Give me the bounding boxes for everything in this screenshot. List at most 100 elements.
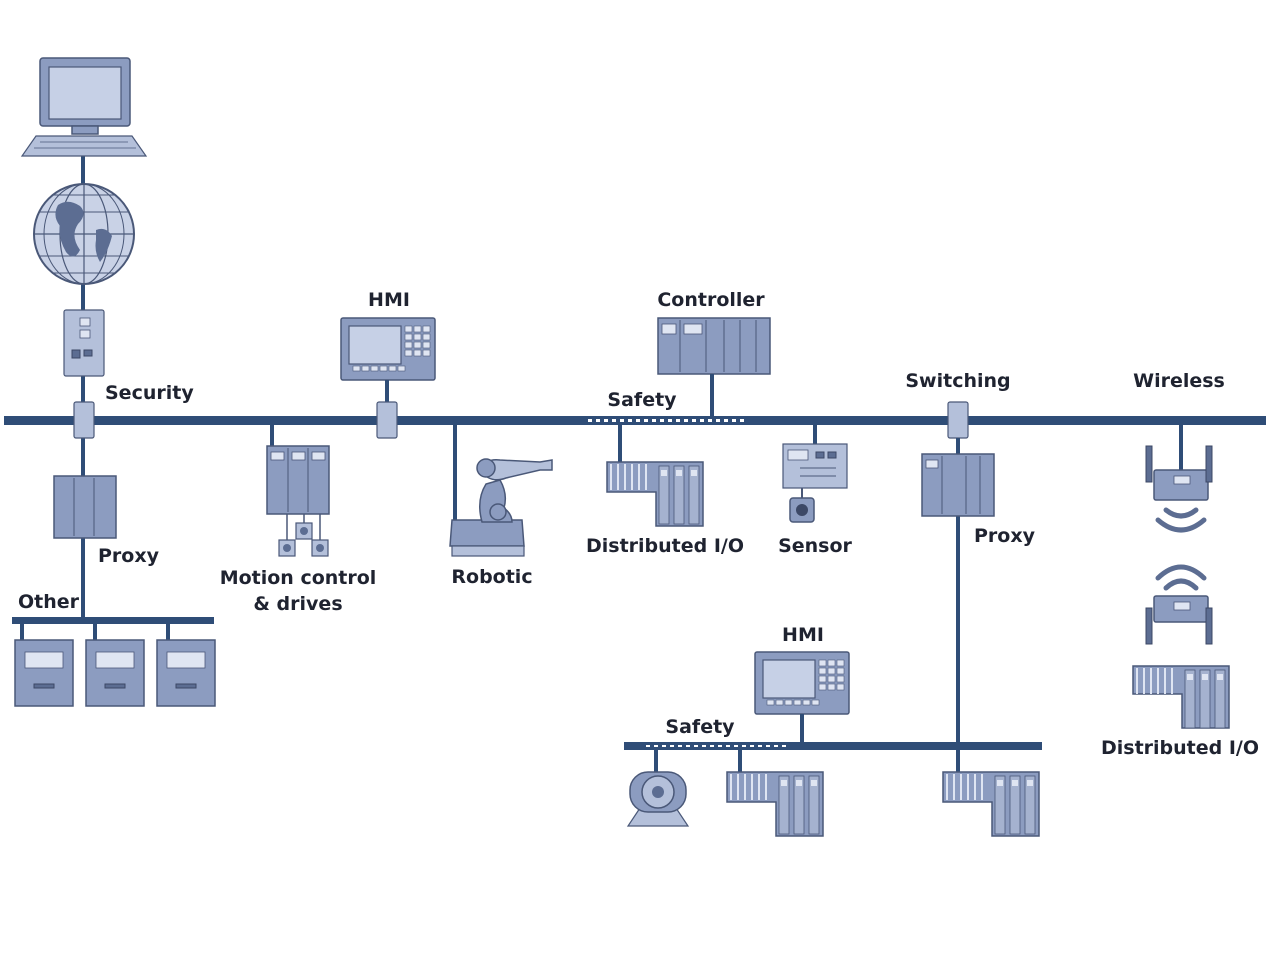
other-device-2: [85, 639, 145, 707]
safety-dash: [604, 419, 608, 422]
proxy-icon: [53, 475, 117, 539]
hmi-key: [766, 699, 775, 706]
io-module: [994, 775, 1006, 835]
hmi-key: [422, 349, 431, 357]
safety-dash: [620, 419, 624, 422]
safety-dash: [646, 745, 650, 747]
safety-dash: [710, 745, 714, 747]
io-led: [1012, 780, 1018, 786]
io-led: [1202, 674, 1208, 680]
hmi-key: [818, 683, 827, 691]
controller-icon: [657, 317, 771, 375]
hmi-key: [836, 675, 845, 683]
io-module: [1214, 669, 1226, 729]
io-led: [796, 780, 802, 786]
safety-dash: [628, 419, 632, 422]
io-led: [676, 470, 682, 476]
safety-dash: [734, 745, 738, 747]
io-led: [1027, 780, 1033, 786]
other-device-3: [156, 639, 216, 707]
hmi-key: [802, 699, 811, 706]
safety-dash: [660, 419, 664, 422]
safety-dash: [636, 419, 640, 422]
security-tap: [73, 401, 95, 439]
motion-label-line1: Motion control: [220, 567, 377, 589]
security-label: Security: [105, 382, 194, 404]
safety-dash: [676, 419, 680, 422]
safety-dash: [766, 745, 770, 747]
globe-icon: [33, 183, 135, 285]
safety-dash: [700, 419, 704, 422]
hmi-key: [413, 333, 422, 341]
proxy-right-label: Proxy: [974, 525, 1036, 547]
safety-dash: [692, 419, 696, 422]
hmi-key: [784, 699, 793, 706]
other-bus: [12, 617, 214, 624]
hmi-key: [361, 365, 370, 372]
dio-wireless-label: Distributed I/O: [1101, 737, 1259, 759]
io-led: [811, 780, 817, 786]
wireless-label: Wireless: [1133, 370, 1225, 392]
hmi-key: [404, 333, 413, 341]
computer-icon: [20, 57, 148, 157]
io-module: [688, 465, 700, 525]
distributed-io-icon: [606, 461, 704, 527]
hmi-key: [811, 699, 820, 706]
hmi-key: [827, 667, 836, 675]
io-led: [997, 780, 1003, 786]
motion-label-line2: & drives: [253, 593, 342, 615]
wireless-signal-down-icon: [1155, 507, 1207, 533]
safety-dash: [732, 419, 736, 422]
safety-dash: [716, 419, 720, 422]
hmi-key: [413, 341, 422, 349]
safety-bus-lower: [624, 742, 1042, 750]
motor-icon: [626, 771, 690, 827]
switching-label: Switching: [905, 370, 1010, 392]
distributed-io-wireless-icon: [1132, 665, 1230, 729]
io-module: [1024, 775, 1036, 835]
safety-dash: [662, 745, 666, 747]
safety-dash: [750, 745, 754, 747]
safety-segment-lower: [646, 745, 786, 747]
safety-segment-main: [584, 416, 746, 425]
io-module: [1009, 775, 1021, 835]
hmi-key: [793, 699, 802, 706]
hmi-bottom-label: HMI: [782, 624, 824, 646]
io-led: [781, 780, 787, 786]
hmi-key: [422, 325, 431, 333]
safety-bottom-label: Safety: [665, 716, 735, 738]
sensor-label: Sensor: [778, 535, 852, 557]
io-module: [1199, 669, 1211, 729]
dio-main-label: Distributed I/O: [586, 535, 744, 557]
safety-dash: [758, 745, 762, 747]
hmi-key: [379, 365, 388, 372]
hmi-key: [775, 699, 784, 706]
safety-dash: [652, 419, 656, 422]
controller-label: Controller: [657, 289, 765, 311]
distributed-io-lower-mid-icon: [726, 771, 824, 837]
io-module: [793, 775, 805, 835]
safety-dash: [654, 745, 658, 747]
hmi-key: [422, 341, 431, 349]
safety-dash: [684, 419, 688, 422]
switch-icon: [947, 401, 969, 439]
hmi-key: [404, 325, 413, 333]
safety-dash: [644, 419, 648, 422]
hmi-key: [827, 675, 836, 683]
hmi-key: [388, 365, 397, 372]
safety-dash: [726, 745, 730, 747]
safety-dash: [774, 745, 778, 747]
io-led: [661, 470, 667, 476]
sensor-icon: [782, 443, 848, 523]
distributed-io-lower-right-icon: [942, 771, 1040, 837]
safety-dash: [708, 419, 712, 422]
io-led: [1217, 674, 1223, 680]
io-module: [658, 465, 670, 525]
safety-dash: [694, 745, 698, 747]
safety-dash: [668, 419, 672, 422]
wireless-signal-up-icon: [1155, 564, 1207, 591]
hmi-key: [836, 667, 845, 675]
hmi-key: [836, 683, 845, 691]
hmi-key: [404, 341, 413, 349]
